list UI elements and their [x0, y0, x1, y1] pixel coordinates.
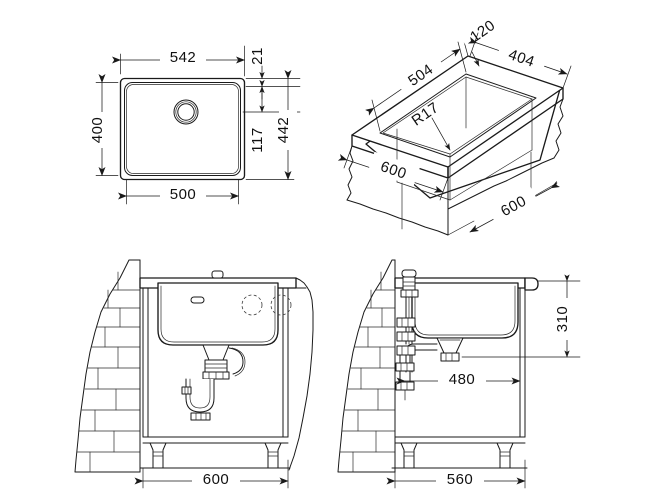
side-elevation-view: 310 480 560 — [337, 259, 581, 489]
iso-break-front — [346, 177, 449, 236]
dim-442: 442 — [275, 70, 297, 180]
dim-label-21: 21 — [249, 47, 266, 65]
dim-542: 542 — [112, 45, 245, 77]
plan-drain-hole — [173, 99, 199, 125]
dim-560: 560 — [386, 459, 526, 489]
dim-stack-right: 21 117 442 — [242, 47, 301, 180]
front-overflow-slot — [190, 296, 205, 304]
side-waste-outlet — [436, 337, 464, 362]
dim-label-600-front: 600 — [203, 471, 230, 488]
front-hob-burners — [241, 294, 292, 316]
plan-bowl-inner — [126, 84, 239, 174]
dim-500: 500 — [118, 179, 239, 205]
front-worktop-break-right — [288, 277, 314, 471]
dim-310: 310 — [461, 274, 581, 358]
dim-label-400: 400 — [89, 117, 106, 144]
front-elevation-view: 600 — [74, 259, 314, 489]
plan-outer-flange — [119, 77, 246, 181]
dim-label-310: 310 — [554, 306, 571, 333]
side-worktop-front-edge — [524, 277, 539, 291]
dim-117: 117 — [249, 79, 271, 160]
dim-400: 400 — [89, 74, 119, 176]
front-brick-wall — [74, 259, 141, 473]
dim-label-500: 500 — [170, 186, 197, 203]
dim-label-442: 442 — [275, 117, 292, 144]
dim-label-480: 480 — [449, 371, 476, 388]
side-sink-basin-section — [411, 282, 519, 339]
dim-480: 480 — [396, 359, 521, 401]
front-sink-basin — [157, 282, 279, 346]
side-valve-stack — [395, 317, 416, 391]
isometric-worktop-view: 504 120 404 R17 600 — [337, 9, 572, 236]
front-drain-trap-assembly — [181, 344, 246, 421]
dim-label-560: 560 — [447, 471, 474, 488]
side-cabinet-feet — [400, 442, 514, 469]
top-plan-view: 542 500 400 — [89, 45, 301, 205]
dim-label-117: 117 — [249, 127, 266, 152]
front-cabinet-carcass — [142, 287, 289, 444]
front-tap-stub — [211, 270, 224, 279]
dim-label-542: 542 — [170, 49, 197, 66]
dim-600-front: 600 — [134, 459, 289, 489]
plan-bowl-outer — [124, 82, 241, 176]
iso-break-right — [553, 98, 564, 159]
